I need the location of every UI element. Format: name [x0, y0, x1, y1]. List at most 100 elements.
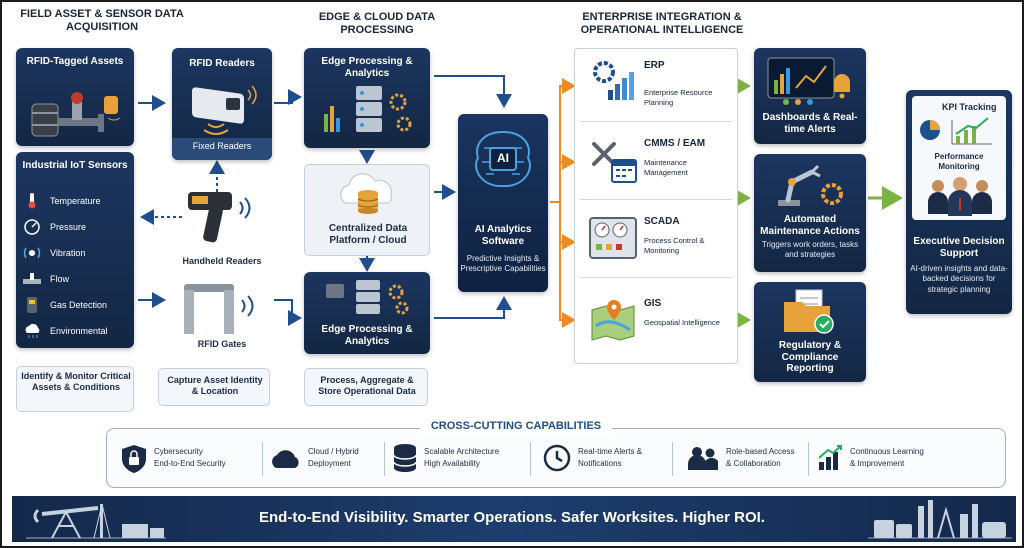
capability-divider [672, 442, 673, 476]
enterprise-column-header: ENTERPRISE INTEGRATION & OPERATIONAL INT… [580, 11, 744, 37]
capability-continuous-learning: Continuous Learning& Improvement [816, 436, 956, 480]
edge-processing-bottom-label: Edge Processing & Analytics [321, 324, 413, 347]
database-icon [393, 444, 417, 472]
executives-group-icon [928, 177, 992, 216]
gauge-icon [22, 219, 42, 235]
sensor-label: Flow [50, 274, 70, 284]
scada-name: SCADA [644, 216, 680, 227]
sensor-label: Environmental [50, 326, 108, 336]
cloud-rain-icon [22, 323, 42, 339]
enterprise-to-outcome-arrows [730, 74, 903, 332]
dashboards-box: Dashboards & Real-time Alerts [754, 48, 866, 144]
iot-sensors-box: Industrial IoT Sensors Temperature Press… [16, 152, 134, 348]
gis-name: GIS [644, 298, 662, 309]
capability-divider [808, 442, 809, 476]
erp-desc: Enterprise Resource Planning [644, 88, 713, 108]
scada-desc: Process Control & Monitoring [644, 236, 705, 256]
kpi-tracking-label: KPI Tracking [942, 102, 997, 112]
ai-analytics-box: AI AI Analytics Software Predictive Insi… [458, 114, 548, 292]
field-to-reader-arrows [138, 95, 225, 308]
field-column-header: FIELD ASSET & SENSOR DATA ACQUISITION [20, 8, 184, 34]
iot-sensors-title: Industrial IoT Sensors [22, 160, 128, 171]
capability-line-1: Role-based Access [726, 447, 795, 457]
maintenance-box: Automated Maintenance Actions Triggers w… [754, 154, 866, 272]
capability-line-2: & Improvement [850, 459, 905, 468]
handheld-readers-label: Handheld Readers [182, 256, 262, 266]
sensor-gas-detection: Gas Detection [22, 296, 142, 314]
scada-card: SCADA Process Control & Monitoring [580, 206, 732, 278]
performance-monitoring-label: Performance Monitoring [934, 152, 984, 171]
folder-check-icon [784, 289, 834, 334]
maintenance-title: Automated Maintenance Actions [760, 214, 860, 237]
readers-caption: Capture Asset Identity & Location [167, 375, 263, 396]
capability-role-access: Role-based Access & Collaboration [686, 436, 816, 480]
edge-processing-top-box: Edge Processing & Analytics [304, 48, 430, 148]
cmms-desc: Maintenance Management [644, 158, 688, 178]
handheld-reader-icon [188, 192, 251, 243]
rfid-readers-box: RFID Readers Fixed Readers [172, 48, 272, 160]
capability-line-1: Real-time Alerts & [578, 447, 643, 457]
regulatory-box: Regulatory & Compliance Reporting [754, 282, 866, 382]
maintenance-subtitle: Triggers work orders, tasks and strategi… [761, 240, 859, 260]
oil-equipment-icon [31, 92, 121, 137]
sensor-temperature: Temperature [22, 192, 142, 210]
reader-to-edge-arrows [274, 89, 302, 326]
fixed-reader-icon [192, 85, 257, 135]
sensor-label: Gas Detection [50, 300, 108, 310]
map-pin-icon [591, 300, 635, 341]
dashboard-bell-icon [767, 57, 850, 105]
cloud-database-icon [340, 173, 392, 214]
executive-inner-panel: KPI Tracking Performance Monitoring [912, 96, 1006, 220]
capability-line-2: High Availability [424, 459, 480, 468]
capability-divider [384, 442, 385, 476]
refinery-silhouette-icon [868, 500, 1012, 539]
cmms-card: CMMS / EAM Maintenance Management [580, 128, 732, 200]
edge-processing-top-label: Edge Processing & Analytics [321, 56, 413, 79]
footer-tagline: End-to-End Visibility. Smarter Operation… [259, 509, 765, 526]
capability-line-2: Deployment [308, 459, 351, 468]
sensor-label: Vibration [50, 248, 86, 258]
robot-arm-gear-icon [778, 164, 843, 206]
erp-name: ERP [644, 60, 665, 71]
oil-pumpjack-silhouette-icon [26, 503, 166, 539]
capability-line-1: Scalable Architecture [424, 447, 500, 457]
vibration-icon [22, 245, 42, 261]
fixed-readers-band [172, 138, 272, 160]
field-caption-box: Identify & Monitor Critical Assets & Con… [16, 366, 134, 412]
rfid-gates-label: RFID Gates [197, 339, 247, 349]
footer-banner: End-to-End Visibility. Smarter Operation… [12, 496, 1016, 542]
edge-caption: Process, Aggregate & Store Operational D… [318, 375, 416, 396]
sensor-label: Pressure [50, 222, 87, 232]
capability-line-2: & Collaboration [726, 459, 781, 468]
executive-title: Executive Decision Support [913, 236, 1005, 259]
ai-brain-icon [475, 130, 531, 187]
shield-lock-icon [122, 445, 146, 473]
capability-divider [530, 442, 531, 476]
gis-card: GIS Geospatial Intelligence [580, 288, 732, 360]
ai-to-enterprise-arrows [550, 78, 576, 328]
executive-subtitle: AI-driven insights and data-backed decis… [910, 264, 1008, 294]
kpi-charts-icon [920, 117, 992, 145]
cloud-platform-box: Centralized Data Platform / Cloud [304, 164, 430, 256]
gis-desc: Geospatial Intelligence [644, 318, 720, 327]
field-caption: Identify & Monitor Critical Assets & Con… [21, 371, 131, 392]
thermometer-icon [22, 193, 42, 209]
dashboards-label: Dashboards & Real-time Alerts [762, 112, 858, 135]
rfid-tagged-assets-box: RFID-Tagged Assets [16, 48, 134, 146]
wrench-calendar-icon [592, 142, 637, 183]
capability-line-2: End-to-End Security [154, 459, 226, 468]
sensor-flow: Flow [22, 270, 142, 288]
rfid-tagged-assets-label: RFID-Tagged Assets [26, 56, 124, 67]
capability-line-2: Notifications [578, 459, 622, 468]
edge-processing-bottom-box: Edge Processing & Analytics [304, 272, 430, 354]
sensor-environmental: Environmental [22, 322, 142, 340]
erp-card: ERP Enterprise Resource Planning [580, 50, 732, 122]
fixed-readers-label: Fixed Readers [192, 141, 252, 151]
cloud-icon [272, 450, 299, 468]
clock-icon [543, 444, 571, 472]
edge-node-icon [326, 280, 409, 315]
